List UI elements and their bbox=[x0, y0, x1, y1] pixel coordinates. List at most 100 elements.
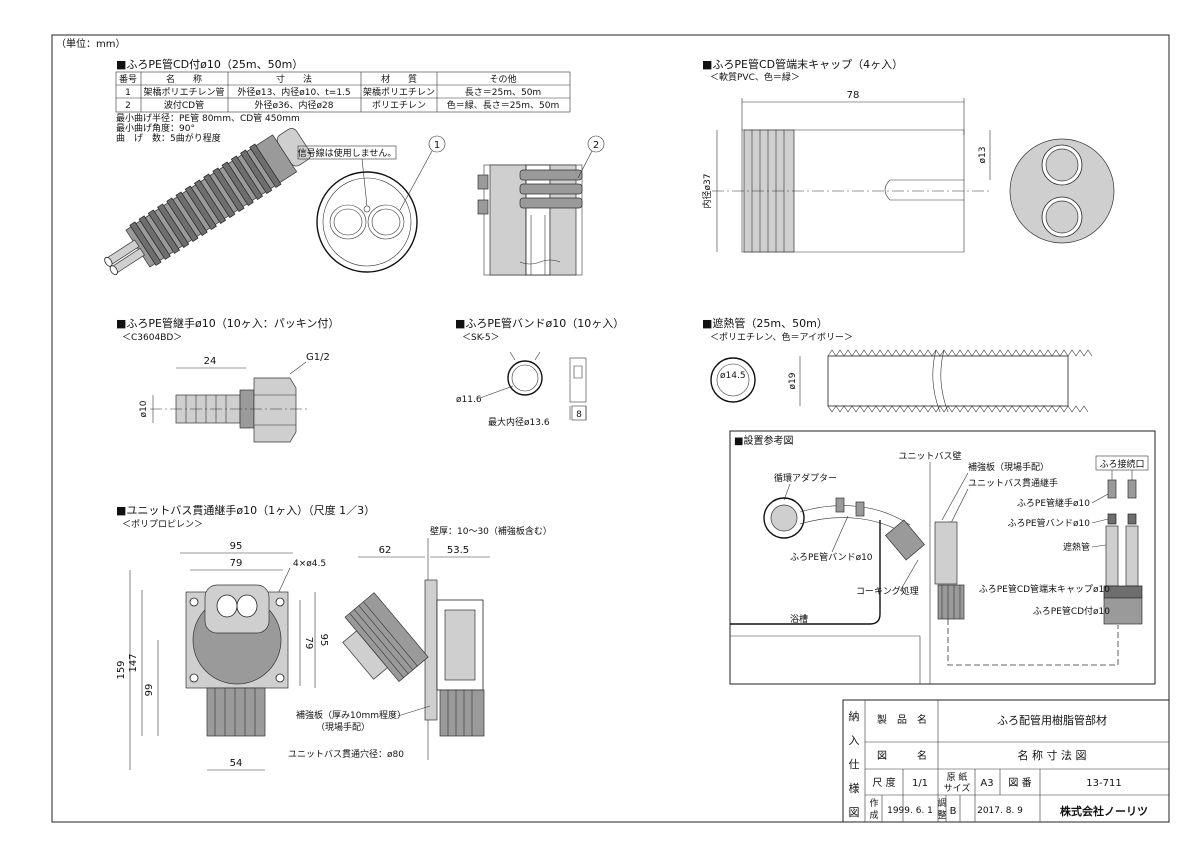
cell: ポリエチレン bbox=[372, 100, 426, 111]
cap-title: ■ふろPE管CD管端末キャップ（4ヶ入） bbox=[702, 57, 903, 71]
joint-section: ■ふろPE管継手ø10（10ヶ入：パッキン付） ＜C3604BD＞ 24 G1/… bbox=[116, 316, 339, 443]
cell: 架橋ポリエチレン bbox=[363, 86, 435, 98]
install-adapter: 循環アダプター bbox=[774, 472, 837, 484]
callout-circle-1 bbox=[428, 135, 446, 153]
tb-paper-label-1: 原 紙 bbox=[947, 771, 968, 783]
tb-rev-mark: B bbox=[950, 806, 957, 817]
ub-dim-95: 95 bbox=[230, 541, 243, 552]
cell: 色＝緑、長さ＝25m、50m bbox=[447, 99, 559, 111]
band-ring bbox=[507, 360, 543, 396]
install-r5: ふろPE管CD付ø10 bbox=[1033, 605, 1111, 617]
install-connect: ふろ接続口 bbox=[1099, 458, 1144, 470]
joint-dim-g: G1/2 bbox=[306, 352, 330, 363]
cell: 外径ø36、内径ø28 bbox=[255, 99, 334, 111]
th-dim: 寸 法 bbox=[276, 73, 312, 85]
ub-dim-99: 99 bbox=[144, 684, 155, 697]
cap-dim-13: ø13 bbox=[978, 147, 988, 164]
tb-drawing-label: 図 名 bbox=[877, 749, 927, 762]
cell: 波付CD管 bbox=[164, 99, 204, 111]
ub-side-view bbox=[424, 579, 438, 721]
th-no: 番号 bbox=[119, 73, 137, 85]
sheet-border bbox=[51, 34, 1170, 823]
tb-paper: A3 bbox=[980, 778, 993, 789]
band-title: ■ふろPE管バンドø10（10ヶ入） bbox=[455, 316, 624, 330]
joint-title: ■ふろPE管継手ø10（10ヶ入：パッキン付） bbox=[116, 316, 339, 330]
tb-no: 13-711 bbox=[1086, 778, 1121, 789]
section-side-view: 2 bbox=[477, 135, 605, 276]
th-material: 材 質 bbox=[381, 73, 417, 85]
joint-dim-10: ø10 bbox=[139, 400, 149, 417]
cap-sub: ＜軟質PVC、色＝緑＞ bbox=[710, 71, 800, 83]
insul-end-view bbox=[710, 357, 756, 403]
unitbus-section: ■ユニットバス貫通継手ø10（1ヶ入）（尺度 1／3） ＜ポリプロピレン＞ 95… bbox=[116, 503, 552, 771]
ub-dim-79: 79 bbox=[230, 558, 243, 569]
band-sub: ＜SK-5＞ bbox=[462, 333, 500, 343]
tb-no-label: 図 番 bbox=[1008, 777, 1031, 789]
ub-dim-79v: 79 bbox=[303, 637, 314, 650]
note-count: 曲 げ 数：5曲がり程度 bbox=[116, 132, 221, 144]
install-title: ■設置参考図 bbox=[734, 434, 793, 447]
ub-dim-535: 53.5 bbox=[447, 545, 469, 556]
insul-pipe bbox=[827, 355, 1069, 407]
cross-section-view: 信号線は使用しません。 1 bbox=[298, 135, 446, 273]
ub-plate: 補強板（厚み10mm程度） bbox=[296, 709, 406, 721]
tb-rev-label-2: 整 bbox=[937, 809, 946, 821]
cap-dim-78: 78 bbox=[847, 90, 860, 101]
th-name: 名 称 bbox=[166, 73, 202, 85]
signal-note: 信号線は使用しません。 bbox=[298, 147, 397, 159]
ub-sub: ＜ポリプロピレン＞ bbox=[122, 519, 203, 530]
tb-product-label: 製 品 名 bbox=[877, 713, 927, 726]
install-caulk: コーキング処理 bbox=[856, 585, 919, 597]
insul-dim-19: ø19 bbox=[788, 372, 798, 389]
install-band: ふろPE管バンドø10 bbox=[790, 551, 873, 563]
tb-scale-label: 尺 度 bbox=[872, 776, 895, 789]
insulation-section: ■遮熱管（25m、50m） ＜ポリエチレン、色＝アイボリー＞ ø14.5 ø19 bbox=[702, 316, 1093, 413]
ub-dim-holes: 4×ø4.5 bbox=[293, 559, 326, 569]
install-joint: ユニットバス貫通継手 bbox=[968, 477, 1058, 489]
tb-side-4: 様 bbox=[849, 781, 860, 795]
tb-side-1: 納 bbox=[849, 710, 860, 723]
pe-cd-section: ■ふろPE管CD付ø10（25m、50m） 番号 名 称 寸 法 材 質 その他… bbox=[104, 57, 605, 276]
cell: 架橋ポリエチレン管 bbox=[143, 86, 224, 98]
install-r2: ふろPE管バンドø10 bbox=[1007, 517, 1090, 529]
ub-plate2: （現場手配） bbox=[316, 721, 370, 733]
band-section: ■ふろPE管バンドø10（10ヶ入） ＜SK-5＞ ø11.6 最大内径ø13.… bbox=[455, 316, 624, 428]
spec-table: 番号 名 称 寸 法 材 質 その他 1 架橋ポリエチレン管 外径ø13、内径ø… bbox=[115, 71, 571, 113]
ub-dim-147: 147 bbox=[128, 653, 139, 672]
insul-dim-145: ø14.5 bbox=[720, 371, 746, 381]
callout-2: 2 bbox=[593, 140, 599, 151]
tb-side-2: 入 bbox=[849, 734, 860, 747]
ub-dim-159: 159 bbox=[116, 660, 127, 679]
pe-cd-title: ■ふろPE管CD付ø10（25m、50m） bbox=[116, 57, 303, 71]
tb-side-3: 仕 bbox=[849, 758, 860, 771]
unit-note: （単位：mm） bbox=[56, 37, 125, 50]
tb-scale: 1/1 bbox=[912, 778, 928, 789]
cap-end-view bbox=[1009, 138, 1115, 244]
install-section: ■設置参考図 ユニットバス壁 補強板（現場手配） ユニットバス貫通継手 循環アダ… bbox=[729, 430, 1156, 685]
joint-sub: ＜C3604BD＞ bbox=[122, 333, 182, 343]
ub-title: ■ユニットバス貫通継手ø10（1ヶ入）（尺度 1／3） bbox=[116, 503, 375, 517]
band-dim-116: ø11.6 bbox=[456, 395, 482, 405]
ub-wall: 壁厚：10～30（補強板含む） bbox=[430, 525, 552, 537]
th-other: その他 bbox=[489, 73, 516, 85]
install-r3: 遮熱管 bbox=[1063, 541, 1090, 553]
install-plate: 補強板（現場手配） bbox=[968, 461, 1049, 473]
tb-rev: 2017. 8. 9 bbox=[977, 806, 1023, 816]
ub-dim-62: 62 bbox=[379, 545, 392, 556]
install-frame bbox=[729, 430, 1156, 685]
cell: 1 bbox=[125, 88, 131, 98]
ub-hole: ユニットバス貫通穴径：ø80 bbox=[288, 748, 404, 760]
cell: 2 bbox=[125, 101, 131, 111]
callout-circle-2 bbox=[587, 135, 605, 153]
install-wall: ユニットバス壁 bbox=[898, 450, 961, 462]
band-side-view bbox=[569, 357, 587, 403]
cap-section: ■ふろPE管CD管端末キャップ（4ヶ入） ＜軟質PVC、色＝緑＞ 78 内径ø3… bbox=[701, 57, 1115, 253]
tb-made-label-1: 作 bbox=[869, 797, 878, 809]
tb-made: 1999. 6. 1 bbox=[887, 806, 933, 816]
tb-company: 株式会社ノーリツ bbox=[1060, 804, 1148, 818]
title-block: 納 入 仕 様 図 製 品 名 ふろ配管用樹脂管部材 図 名 名 称 寸 法 図… bbox=[842, 699, 1170, 823]
joint-dim-24: 24 bbox=[204, 356, 217, 367]
tb-rev-label-1: 調 bbox=[937, 797, 946, 809]
cd-pipe-illustration bbox=[104, 128, 311, 276]
